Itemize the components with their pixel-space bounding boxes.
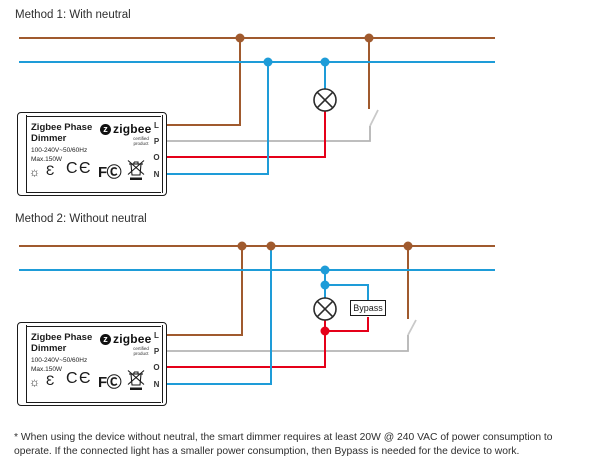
device-left-edge bbox=[26, 115, 27, 193]
switch-blade-method2 bbox=[407, 319, 417, 336]
live-junction-dots bbox=[235, 33, 413, 251]
dimming-symbol-icon: Ɛ bbox=[46, 372, 55, 388]
terminal-label-L: L bbox=[154, 331, 159, 340]
neutral-wires bbox=[19, 61, 495, 385]
footnote-line2: operate. If the connected light has a sm… bbox=[14, 445, 520, 457]
switch-blade-method1 bbox=[369, 109, 379, 127]
footnote-line1: * When using the device without neutral,… bbox=[14, 432, 553, 443]
dimmable-lamp-icon: ☼ bbox=[29, 165, 40, 179]
switch-wires bbox=[167, 126, 409, 352]
ce-mark-icon: CЄ bbox=[66, 160, 93, 177]
lamp-symbol-method2 bbox=[313, 297, 337, 321]
method2-title: Method 2: Without neutral bbox=[15, 213, 147, 225]
terminal-label-O: O bbox=[153, 363, 160, 372]
load-junction-dot bbox=[320, 326, 330, 336]
fcc-mark-icon: FⒸ bbox=[98, 374, 122, 391]
device-right-edge bbox=[162, 325, 163, 403]
device-bottom-edge bbox=[26, 401, 161, 403]
weee-bin-icon bbox=[127, 160, 145, 180]
bypass-label: Bypass bbox=[353, 303, 383, 313]
device-right-edge bbox=[162, 115, 163, 193]
device-top-edge bbox=[26, 115, 161, 117]
method1-title: Method 1: With neutral bbox=[15, 9, 131, 21]
zigbee-logo-icon: z bbox=[100, 123, 111, 135]
terminal-label-O: O bbox=[153, 153, 160, 162]
terminal-label-P: P bbox=[153, 347, 160, 356]
fcc-mark-icon: FⒸ bbox=[98, 164, 122, 181]
terminal-label-P: P bbox=[153, 137, 160, 146]
zigbee-logo-icon: z bbox=[100, 333, 111, 345]
lamp-symbol-method1 bbox=[313, 88, 337, 112]
footnote: * When using the device without neutral,… bbox=[14, 431, 596, 458]
bypass-box: Bypass bbox=[350, 300, 386, 316]
dimming-symbol-icon: Ɛ bbox=[46, 162, 55, 178]
weee-bin-icon bbox=[127, 370, 145, 390]
neutral-junction-dots bbox=[263, 57, 330, 290]
device-left-edge bbox=[26, 325, 27, 403]
terminal-label-N: N bbox=[153, 380, 160, 389]
dimmable-lamp-icon: ☼ bbox=[29, 375, 40, 389]
terminal-label-N: N bbox=[153, 170, 160, 179]
zigbee-wordmark: zigbee bbox=[113, 332, 152, 346]
device-specs: 100-240V~50/60Hz Max.150W bbox=[31, 147, 88, 163]
device-name: Zigbee Phase Dimmer bbox=[31, 122, 93, 144]
terminal-label-L: L bbox=[154, 121, 159, 130]
load-wires bbox=[167, 111, 369, 368]
device-name: Zigbee Phase Dimmer bbox=[31, 332, 93, 354]
live-wires bbox=[19, 37, 495, 336]
device-specs: 100-240V~50/60Hz Max.150W bbox=[31, 357, 88, 373]
ce-mark-icon: CЄ bbox=[66, 370, 93, 387]
zigbee-wordmark: zigbee bbox=[113, 122, 152, 136]
device-top-edge bbox=[26, 325, 161, 327]
device-bottom-edge bbox=[26, 191, 161, 193]
